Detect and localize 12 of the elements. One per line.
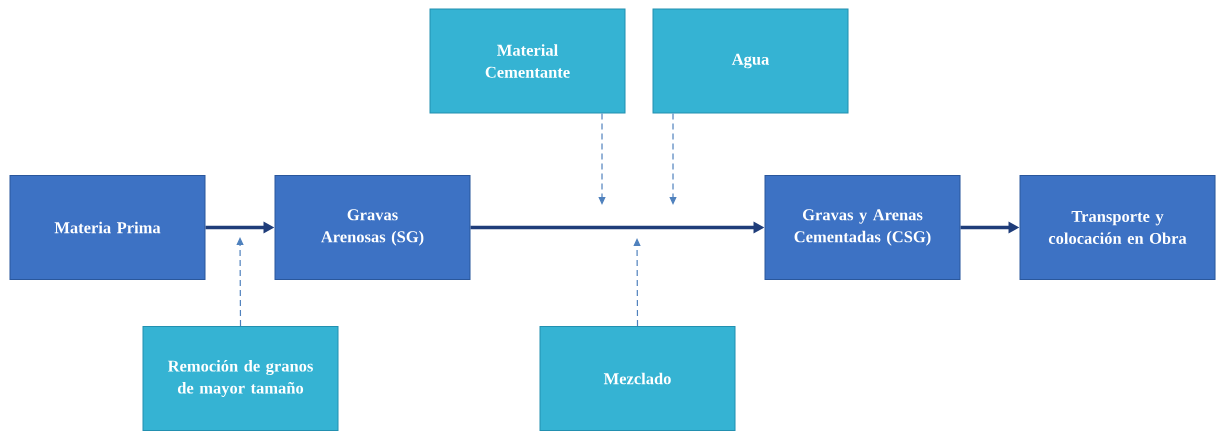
input-box: Remoción de granos de mayor tamaño — [142, 326, 339, 431]
input-box: Mezclado — [539, 326, 736, 431]
arrow — [669, 112, 677, 205]
arrow — [598, 112, 606, 205]
process-box: Gravas Arenosas (SG) — [274, 175, 471, 280]
process-box: Materia Prima — [9, 175, 206, 280]
process-box: Gravas y Arenas Cementadas (CSG) — [764, 175, 961, 280]
process-box: Transporte y colocación en Obra — [1019, 175, 1216, 280]
input-box: Material Cementante — [429, 8, 626, 114]
arrow — [236, 237, 244, 327]
arrow — [633, 238, 641, 327]
input-box: Agua — [652, 8, 849, 114]
